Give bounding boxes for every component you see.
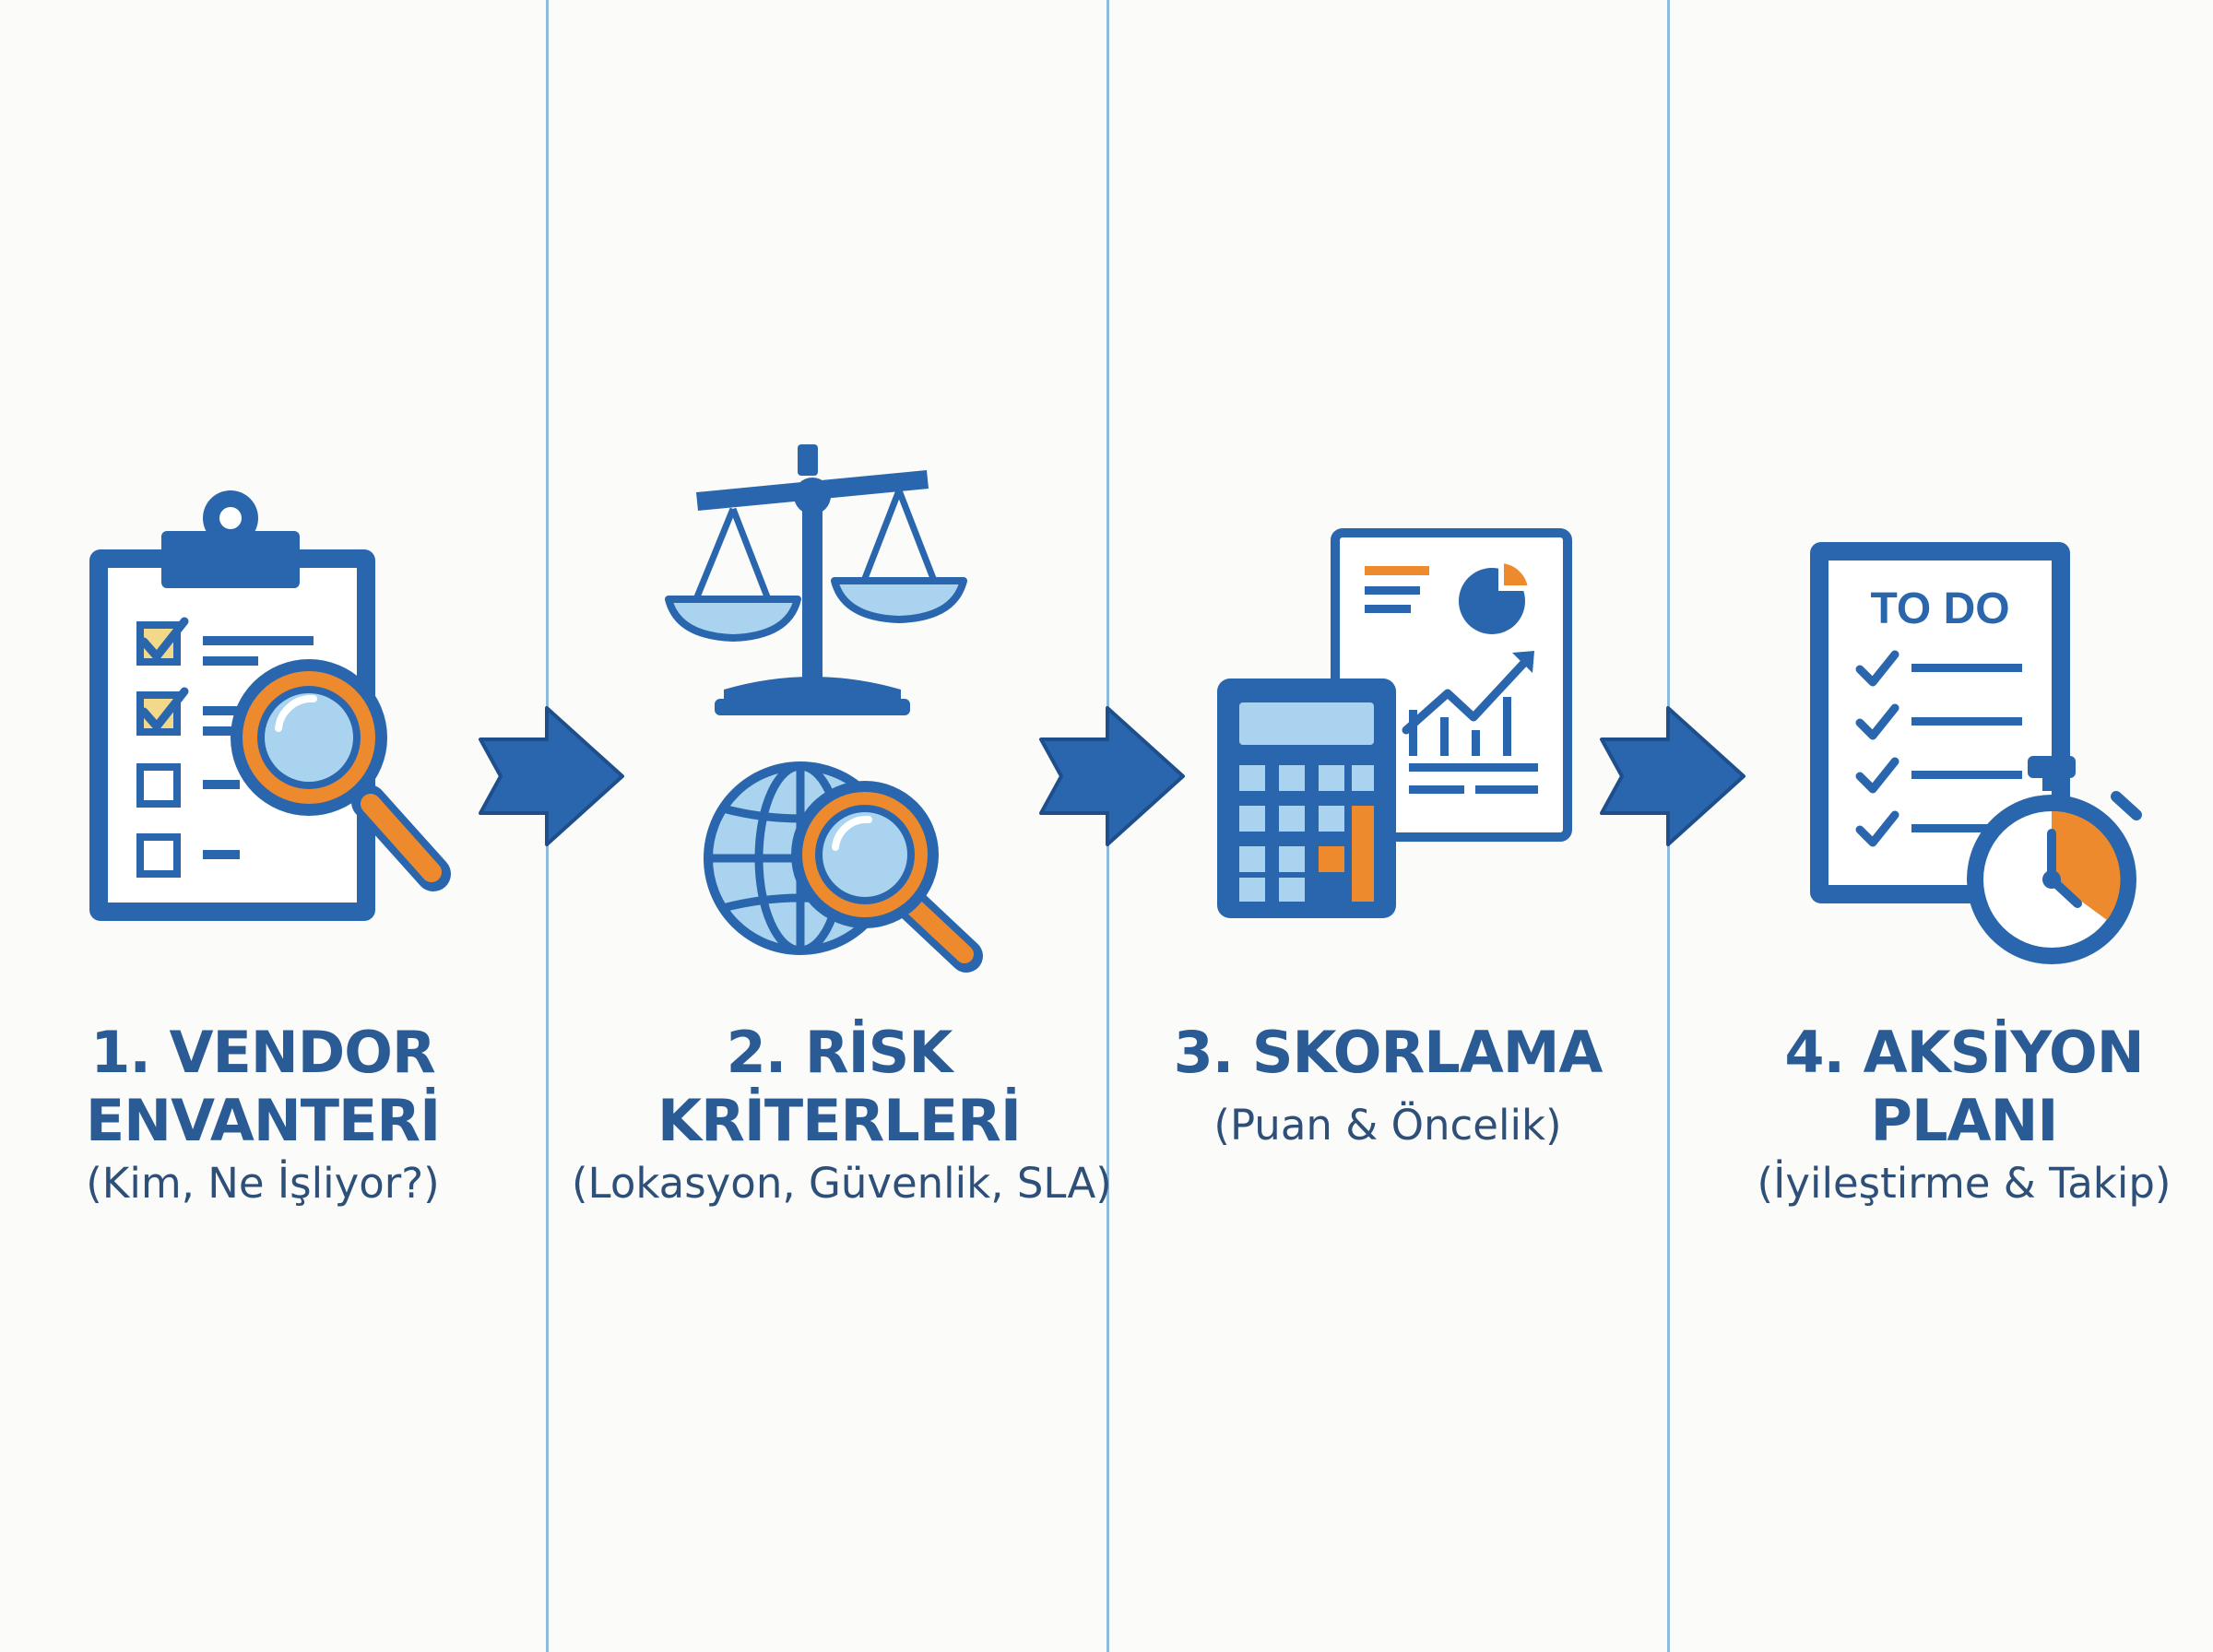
step-subtitle: (Kim, Ne İşliyor?) xyxy=(86,1159,440,1208)
step-title-line: ENVANTERİ xyxy=(85,1087,441,1154)
todo-label: TO DO xyxy=(1870,584,2009,633)
magnifier-icon xyxy=(231,659,451,891)
step-title-line: 3. SKORLAMA xyxy=(1173,1019,1604,1086)
step-subtitle: (Lokasyon, Güvenlik, SLA) xyxy=(572,1159,1112,1208)
step-title-line: 2. RİSK xyxy=(726,1019,953,1086)
right-arrow-icon xyxy=(479,706,624,846)
step-title-line: PLANI xyxy=(1870,1087,2059,1154)
right-arrow-icon xyxy=(1039,706,1185,846)
step-subtitle: (İyileştirme & Takip) xyxy=(1757,1159,2172,1208)
step-title: 1. VENDOR ENVANTERİ xyxy=(37,1019,489,1155)
calculator-icon xyxy=(1217,678,1396,918)
scale-icon xyxy=(665,444,967,715)
globe-icon xyxy=(704,761,983,973)
step-title-line: 1. VENDOR xyxy=(90,1019,435,1086)
step-title: 3. SKORLAMA xyxy=(1143,1019,1632,1087)
stopwatch-icon xyxy=(1967,756,2142,964)
step-title: 4. AKSİYON PLANI xyxy=(1715,1019,2213,1155)
clipboard-checklist-icon xyxy=(89,490,451,921)
step-title: 2. RİSK KRİTERLERİ xyxy=(590,1019,1088,1155)
right-arrow-icon xyxy=(1600,706,1746,846)
step-title-line: KRİTERLERİ xyxy=(657,1087,1022,1154)
step-title-line: 4. AKSİYON xyxy=(1784,1019,2144,1086)
magnifier-icon xyxy=(791,781,983,973)
step-subtitle: (Puan & Öncelik) xyxy=(1213,1101,1562,1150)
